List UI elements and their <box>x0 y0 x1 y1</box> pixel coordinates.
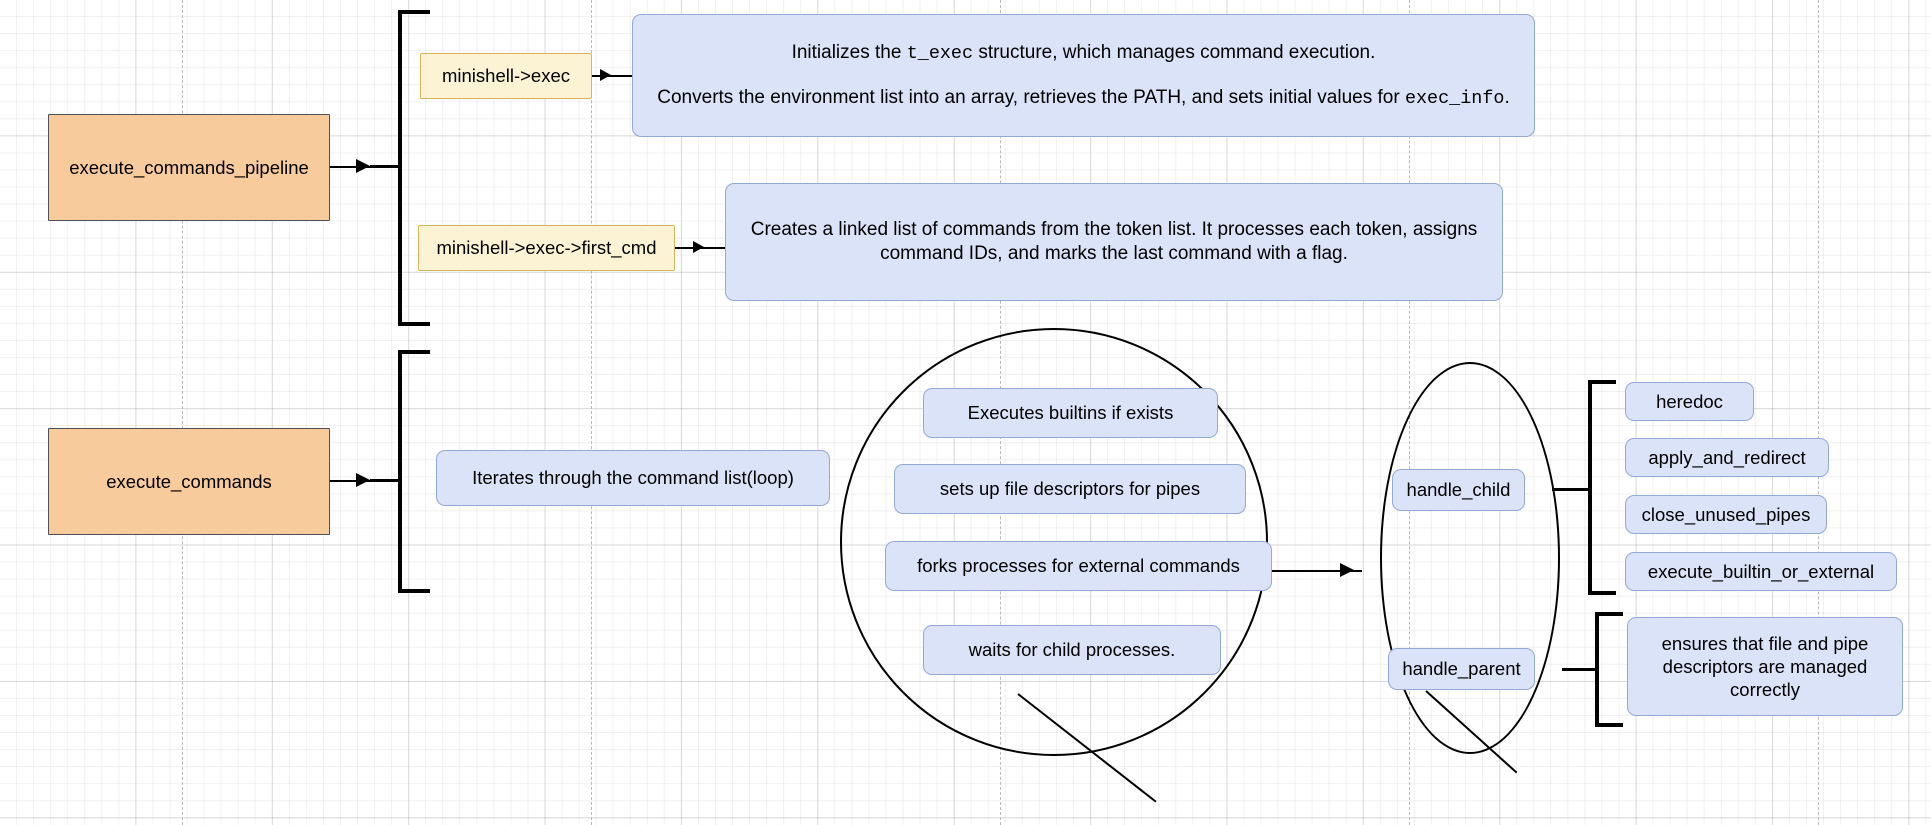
node-label: forks processes for external commands <box>917 555 1240 577</box>
page-break-guide-5 <box>1818 0 1819 825</box>
node-label: close_unused_pipes <box>1641 503 1811 525</box>
node-label: Iterates through the command list(loop) <box>472 467 794 489</box>
bracket-stub-bottom <box>1588 591 1616 595</box>
bracket-handle-parent <box>1595 612 1623 727</box>
connector-root-b-join <box>370 479 400 483</box>
node-label: execute_builtin_or_external <box>1647 560 1875 582</box>
node-execute-commands[interactable]: execute_commands <box>48 428 330 535</box>
node-label: Executes builtins if exists <box>967 402 1174 424</box>
bracket-handle-child <box>1588 380 1616 595</box>
node-label: handle_parent <box>1402 658 1521 680</box>
connector-root-a <box>330 166 378 168</box>
bracket-stub-bottom <box>398 322 430 326</box>
handlers-ellipse <box>1380 362 1560 754</box>
node-execute-commands-pipeline[interactable]: execute_commands_pipeline <box>48 114 330 221</box>
desc-text: Initializes the <box>791 41 907 63</box>
page-break-guide-2 <box>591 0 592 825</box>
arrowhead-a2 <box>693 241 704 253</box>
connector-root-b <box>330 480 378 482</box>
desc-minishell-exec: Initializes the t_exec structure, which … <box>632 14 1535 137</box>
desc-text: structure, which manages command executi… <box>973 41 1376 63</box>
page-break-guide-1 <box>182 0 183 825</box>
node-loop-step-forks-processes[interactable]: forks processes for external commands <box>885 541 1272 591</box>
connector-to-handlers <box>1272 570 1362 572</box>
bracket-branch-a <box>398 10 430 326</box>
node-label: waits for child processes. <box>968 639 1176 661</box>
desc-text: Converts the environment list into an ar… <box>657 87 1405 108</box>
node-loop-step-executes-builtins[interactable]: Executes builtins if exists <box>923 388 1218 438</box>
node-loop-step-file-descriptors[interactable]: sets up file descriptors for pipes <box>894 464 1246 514</box>
bracket-spine <box>1588 380 1592 595</box>
node-label: apply_and_redirect <box>1648 446 1806 468</box>
desc-line-2: Converts the environment list into an ar… <box>643 86 1523 110</box>
node-loop-note[interactable]: Iterates through the command list(loop) <box>436 450 830 506</box>
node-minishell-exec-first-cmd[interactable]: minishell->exec->first_cmd <box>418 225 675 271</box>
node-apply-and-redirect[interactable]: apply_and_redirect <box>1625 438 1829 477</box>
bracket-stub-top <box>1595 612 1623 616</box>
node-label: minishell->exec <box>441 65 570 87</box>
arrowhead-root-b <box>356 473 370 487</box>
node-label: minishell->exec->first_cmd <box>436 237 657 259</box>
connector-a1 <box>592 75 632 77</box>
node-heredoc[interactable]: heredoc <box>1625 382 1754 421</box>
bracket-stub-bottom <box>398 589 430 593</box>
desc-code: exec_info <box>1404 88 1505 109</box>
bracket-spine <box>398 350 402 593</box>
arrowhead-root-a <box>356 159 370 173</box>
connector-root-a-join <box>370 165 400 169</box>
connector-handle-child <box>1552 488 1592 492</box>
bracket-stub-top <box>398 10 430 14</box>
node-minishell-exec[interactable]: minishell->exec <box>420 53 592 99</box>
desc-text: . <box>1504 87 1510 108</box>
bracket-stub-bottom <box>1595 723 1623 727</box>
bracket-stub-top <box>1588 380 1616 384</box>
node-label: execute_commands <box>106 470 272 492</box>
node-label: heredoc <box>1656 390 1723 412</box>
bracket-stub-top <box>398 350 430 354</box>
bracket-spine <box>398 10 402 326</box>
desc-line-1: Initializes the t_exec structure, which … <box>778 41 1390 65</box>
node-label: sets up file descriptors for pipes <box>939 478 1201 500</box>
desc-code: t_exec <box>906 42 974 64</box>
node-label: handle_child <box>1406 479 1511 501</box>
node-label: execute_commands_pipeline <box>69 156 309 178</box>
arrowhead-a1 <box>600 69 611 81</box>
desc-minishell-exec-first-cmd: Creates a linked list of commands from t… <box>725 183 1503 301</box>
bracket-branch-b <box>398 350 430 593</box>
desc-text: Creates a linked list of commands from t… <box>750 219 1478 264</box>
node-label: ensures that file and pipe descriptors a… <box>1661 632 1869 701</box>
node-ensures-descriptors-managed[interactable]: ensures that file and pipe descriptors a… <box>1627 617 1903 716</box>
node-close-unused-pipes[interactable]: close_unused_pipes <box>1625 495 1827 534</box>
node-handle-child[interactable]: handle_child <box>1392 469 1525 511</box>
bracket-spine <box>1595 612 1599 727</box>
arrowhead-to-handlers <box>1340 563 1354 577</box>
node-execute-builtin-or-external[interactable]: execute_builtin_or_external <box>1625 552 1897 591</box>
connector-handle-parent <box>1562 668 1596 672</box>
node-loop-step-waits-children[interactable]: waits for child processes. <box>923 625 1221 675</box>
node-handle-parent[interactable]: handle_parent <box>1388 648 1535 690</box>
